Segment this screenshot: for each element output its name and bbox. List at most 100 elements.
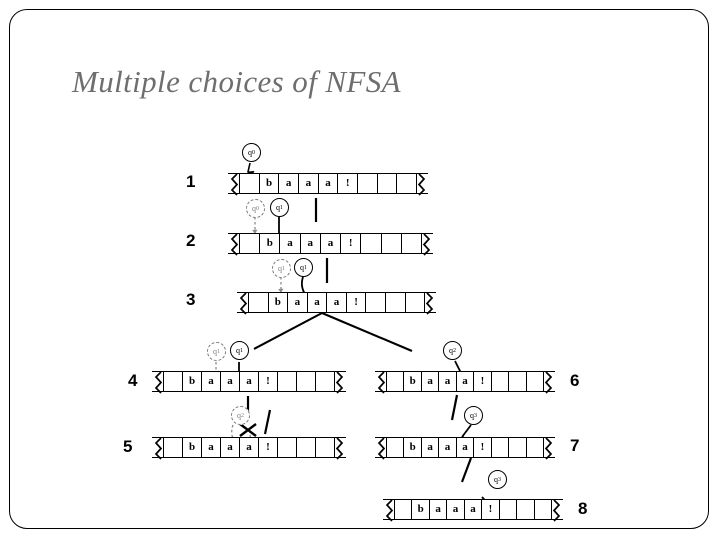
tape-cell [378,174,398,193]
tape-cell: a [327,293,347,312]
state-label: q [276,202,280,212]
tape-cell: ! [347,293,367,312]
state-subscript: 3 [474,412,477,419]
state-subscript: 1 [282,265,285,272]
row-number-1: 1 [186,172,196,191]
tick-row5 [263,409,272,435]
tape-cell: a [422,438,440,457]
tape-row-6: b a a a ! [375,371,555,394]
tape-left-end-icon [375,371,386,394]
tape-cell [249,293,269,312]
tape-cell [492,372,510,391]
state-label: q [449,345,453,355]
tape-cells: b a a a ! [386,371,544,392]
tape-cell [358,174,378,193]
tape-cell: a [288,293,308,312]
tape-row-1: b a a a ! [228,173,428,196]
tick-row7 [460,457,473,483]
tape-cell: b [260,234,281,253]
tape-left-end-icon [375,437,386,460]
tape-cells: b a a a ! [386,437,544,458]
page-title: Multiple choices of NFSA [72,64,401,99]
tape-cells: b a a a ! [163,437,335,458]
tape-cell [316,438,334,457]
tape-cells: b a a a ! [394,499,552,520]
state-subscript: 1 [280,204,283,211]
row-number-7: 7 [570,436,580,455]
tape-cell: ! [474,438,492,457]
tape-cell [535,500,551,519]
tape-cell: a [280,234,301,253]
tape-row-8: b a a a ! [383,499,563,522]
tape-cell [240,174,260,193]
state-label: q [300,262,304,272]
state-label: q [248,147,252,157]
tape-cell: a [457,372,475,391]
state-subscript: 1 [217,348,220,355]
tape-cell [316,372,334,391]
tape-cell: a [422,372,440,391]
state-label: q [278,263,282,273]
tape-cells: b a a a ! [248,292,425,313]
tape-left-end-icon [228,233,239,256]
tape-cell: a [465,500,483,519]
tape-cell [278,438,297,457]
tape-cell: a [279,174,300,193]
tape-cell: b [260,174,280,193]
tape-cell [395,500,413,519]
tape-cell [527,372,543,391]
tape-cell [382,234,402,253]
state-subscript: 0 [252,149,255,156]
tape-cell: b [412,500,430,519]
tape-cell: a [439,438,457,457]
tape-left-end-icon [228,173,239,196]
tick-row6 [450,394,459,421]
tape-left-end-icon [237,292,248,315]
tape-cell [509,438,527,457]
row-number-3: 3 [186,290,196,309]
tape-cell: b [183,372,202,391]
tape-row-5: b a a a ! [152,437,346,460]
state-subscript: 2 [241,412,244,419]
pointer-row3-q1-dashed [278,277,284,293]
tape-cell: a [308,293,328,312]
tape-cell [527,438,543,457]
row-number-6: 6 [570,371,580,390]
tape-right-end-icon [425,292,436,315]
tape-cell: ! [474,372,492,391]
tape-cell: a [240,372,259,391]
state-subscript: 2 [453,347,456,354]
tape-cell [387,438,405,457]
tape-right-end-icon [552,499,563,522]
tape-cell [240,234,261,253]
tape-cell [297,438,316,457]
tape-cell: a [221,372,240,391]
tape-cell [387,372,405,391]
tape-cell [366,293,386,312]
tape-cell [500,500,518,519]
tape-cell [517,500,535,519]
tape-left-end-icon [383,499,394,522]
tape-cell [164,372,183,391]
tape-cell: ! [341,234,362,253]
tape-cell: a [240,438,259,457]
tape-cells: b a a a ! [239,233,422,254]
pointer-row2-q0-dashed [252,217,258,234]
state-label: q [470,410,474,420]
tape-right-end-icon [335,371,346,394]
tape-cells: b a a a ! [239,173,417,194]
tape-cell: ! [259,438,278,457]
tape-cell: a [457,438,475,457]
tape-cell [361,234,382,253]
tape-cell: a [321,234,342,253]
tape-cell [297,372,316,391]
